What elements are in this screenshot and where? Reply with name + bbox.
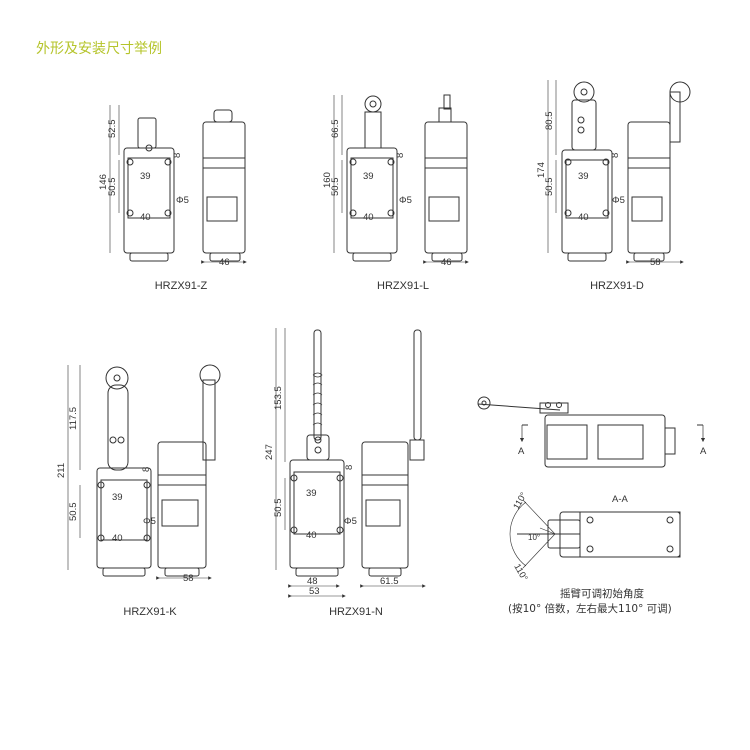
model-k-h50: 50.5 <box>68 503 79 522</box>
model-l-h50: 50.5 <box>330 178 341 197</box>
angle-lower: 110° <box>512 562 530 583</box>
model-z-w40: 40 <box>140 212 151 223</box>
model-n-labels: 247 153.5 50.5 39 40 8 Φ5 48 53 61.5 <box>264 386 399 597</box>
model-k-labels: 211 117.5 50.5 39 40 8 Φ5 58 <box>56 407 194 584</box>
model-l-drawing <box>333 94 469 264</box>
model-d-depth: 58 <box>650 257 661 268</box>
section-title: A-A <box>612 494 629 505</box>
model-d-labels: 174 80.5 50.5 39 40 8 Φ5 58 <box>536 112 661 269</box>
section-aa-view <box>509 499 681 569</box>
model-z-w39: 39 <box>140 171 151 182</box>
model-k-h8: 8 <box>141 467 152 472</box>
angle-mid: 10° <box>528 533 540 542</box>
model-z-total: 146 <box>98 174 109 190</box>
model-d-h8: 8 <box>610 153 621 158</box>
model-k-w39: 39 <box>112 492 123 503</box>
model-n-w48: 48 <box>307 576 318 587</box>
model-n-h50: 50.5 <box>273 499 284 518</box>
model-d-upper: 80.5 <box>544 112 555 131</box>
model-k-drawing <box>67 364 221 580</box>
model-n-depth: 61.5 <box>380 576 399 587</box>
model-d-h50: 50.5 <box>544 178 555 197</box>
model-d-w39: 39 <box>578 171 589 182</box>
model-l-w39: 39 <box>363 171 374 182</box>
model-caption-z: HRZX91-Z <box>154 280 208 292</box>
model-z-upper: 52.5 <box>107 120 118 139</box>
section-aa-labels: A-A 110° 10° 110° <box>511 490 628 583</box>
model-d-total: 174 <box>536 162 547 178</box>
cut-label-left: A <box>518 446 525 457</box>
angle-upper: 110° <box>511 490 529 511</box>
model-caption-d: HRZX91-D <box>590 280 644 292</box>
model-k-w40: 40 <box>112 533 123 544</box>
section-side-view <box>477 396 706 468</box>
model-caption-n: HRZX91-N <box>329 606 383 618</box>
model-z-drawing <box>109 105 247 264</box>
model-d-drawing <box>547 80 691 264</box>
model-l-total: 160 <box>322 172 333 188</box>
model-d-phi5: Φ5 <box>612 195 625 206</box>
model-l-labels: 160 66.5 50.5 39 40 8 Φ5 46 <box>322 120 452 269</box>
note-line-1: 摇臂可调初始角度 <box>560 588 644 600</box>
model-z-depth: 46 <box>219 257 230 268</box>
model-l-depth: 46 <box>441 257 452 268</box>
model-n-drawing <box>275 328 426 598</box>
model-n-w39: 39 <box>306 488 317 499</box>
model-k-phi5: Φ5 <box>143 516 156 527</box>
model-l-w40: 40 <box>363 212 374 223</box>
cut-label-right: A <box>700 446 707 457</box>
page-title: 外形及安装尺寸举例 <box>36 41 162 57</box>
model-n-upper: 153.5 <box>273 386 284 410</box>
model-d-w40: 40 <box>578 212 589 223</box>
model-k-upper: 117.5 <box>68 407 79 430</box>
model-k-depth: 58 <box>183 573 194 584</box>
model-n-w53: 53 <box>309 586 320 597</box>
model-l-h8: 8 <box>395 153 406 158</box>
model-caption-k: HRZX91-K <box>123 606 177 618</box>
model-z-labels: 146 52.5 50.5 39 40 8 Φ5 46 <box>98 120 230 269</box>
section-cut-labels: A A <box>518 446 707 457</box>
model-caption-l: HRZX91-L <box>377 280 429 292</box>
model-z-h50: 50.5 <box>107 178 118 197</box>
model-n-h8: 8 <box>344 465 355 470</box>
model-z-h8: 8 <box>172 153 183 158</box>
model-z-phi5: Φ5 <box>176 195 189 206</box>
model-l-upper: 66.5 <box>330 120 341 139</box>
model-n-w40: 40 <box>306 530 317 541</box>
model-l-phi5: Φ5 <box>399 195 412 206</box>
model-n-total: 247 <box>264 444 275 460</box>
model-k-total: 211 <box>56 463 67 478</box>
note-line-2: (按10° 倍数，左右最大110° 可调) <box>508 603 672 615</box>
model-n-phi5: Φ5 <box>344 516 357 527</box>
